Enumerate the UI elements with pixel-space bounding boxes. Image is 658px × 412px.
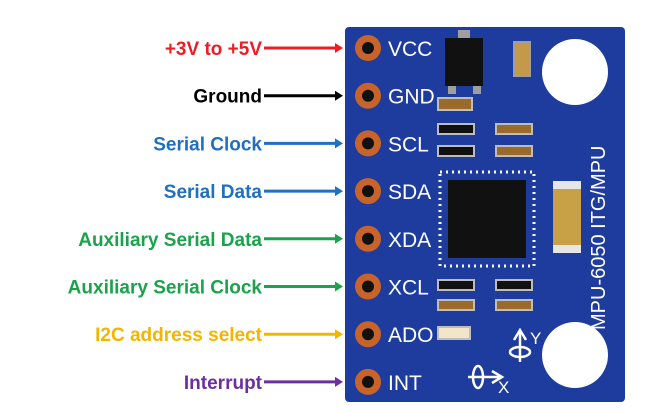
axis-x-label: X xyxy=(498,378,509,397)
pin-xda: XDA Auxiliary Serial Data xyxy=(78,225,431,252)
voltage-regulator xyxy=(445,30,483,94)
mounting-hole-top xyxy=(542,39,608,105)
passives-xcl xyxy=(437,279,533,311)
capacitor-top-right xyxy=(513,41,531,77)
pin-hole-int xyxy=(362,375,374,388)
axis-x-symbol xyxy=(468,364,505,390)
pin-hole-ado xyxy=(362,328,374,341)
pin-int: INT Interrupt xyxy=(184,368,422,395)
pin-label-scl: SCL xyxy=(388,133,429,156)
pin-hole-sda xyxy=(362,185,374,198)
pin-desc-sda: Serial Data xyxy=(164,182,263,203)
pin-scl: SCL Serial Clock xyxy=(153,130,429,157)
capacitor-large xyxy=(553,185,581,247)
pin-arrowhead-gnd xyxy=(335,90,343,101)
pin-sda: SDA Serial Data xyxy=(164,178,431,205)
capacitor-large-cap-bottom xyxy=(553,245,581,253)
pin-label-xda: XDA xyxy=(388,229,431,252)
pin-xcl: XCL Auxiliary Serial Clock xyxy=(68,273,429,300)
board-silkscreen: MPU-6050 ITG/MPU xyxy=(588,146,610,330)
pin-arrowhead-xda xyxy=(335,233,343,244)
pin-label-vcc: VCC xyxy=(388,38,432,61)
pin-hole-xcl xyxy=(362,280,374,293)
axis-y-symbol xyxy=(508,327,532,362)
pin-arrowhead-xcl xyxy=(335,281,343,292)
pin-arrowhead-scl xyxy=(335,138,343,149)
pin-label-xcl: XCL xyxy=(388,277,429,300)
pin-desc-ado: I2C address select xyxy=(95,325,263,346)
passives-scl xyxy=(437,123,533,157)
pin-arrowhead-int xyxy=(335,376,343,387)
pin-hole-vcc xyxy=(362,42,374,54)
pin-label-int: INT xyxy=(388,372,422,395)
pin-label-ado: ADO xyxy=(388,324,434,347)
ic-outline xyxy=(438,170,536,268)
pin-desc-int: Interrupt xyxy=(184,373,263,394)
pin-gnd: GND Ground xyxy=(193,82,435,109)
pin-arrowhead-ado xyxy=(335,329,343,340)
pin-hole-xda xyxy=(362,232,374,245)
pin-desc-xcl: Auxiliary Serial Clock xyxy=(68,278,263,299)
led-ado xyxy=(437,326,471,340)
axis-y-label: Y xyxy=(530,329,541,348)
pin-arrowhead-sda xyxy=(335,186,343,197)
pin-desc-scl: Serial Clock xyxy=(153,134,262,155)
pin-desc-gnd: Ground xyxy=(193,87,262,108)
pin-hole-scl xyxy=(362,137,374,150)
pin-label-sda: SDA xyxy=(388,181,431,204)
pin-vcc: VCC +3V to +5V xyxy=(165,35,432,61)
pin-hole-gnd xyxy=(362,89,374,102)
resistor-gnd xyxy=(437,97,473,111)
pin-desc-xda: Auxiliary Serial Data xyxy=(78,230,262,251)
pin-arrowhead-vcc xyxy=(335,43,343,53)
pin-ado: ADO I2C address select xyxy=(95,321,434,348)
mounting-hole-bottom xyxy=(542,322,608,388)
pin-desc-vcc: +3V to +5V xyxy=(165,39,262,60)
mpu6050-chip xyxy=(448,180,526,258)
capacitor-large-cap-top xyxy=(553,181,581,189)
pin-label-gnd: GND xyxy=(388,86,435,109)
